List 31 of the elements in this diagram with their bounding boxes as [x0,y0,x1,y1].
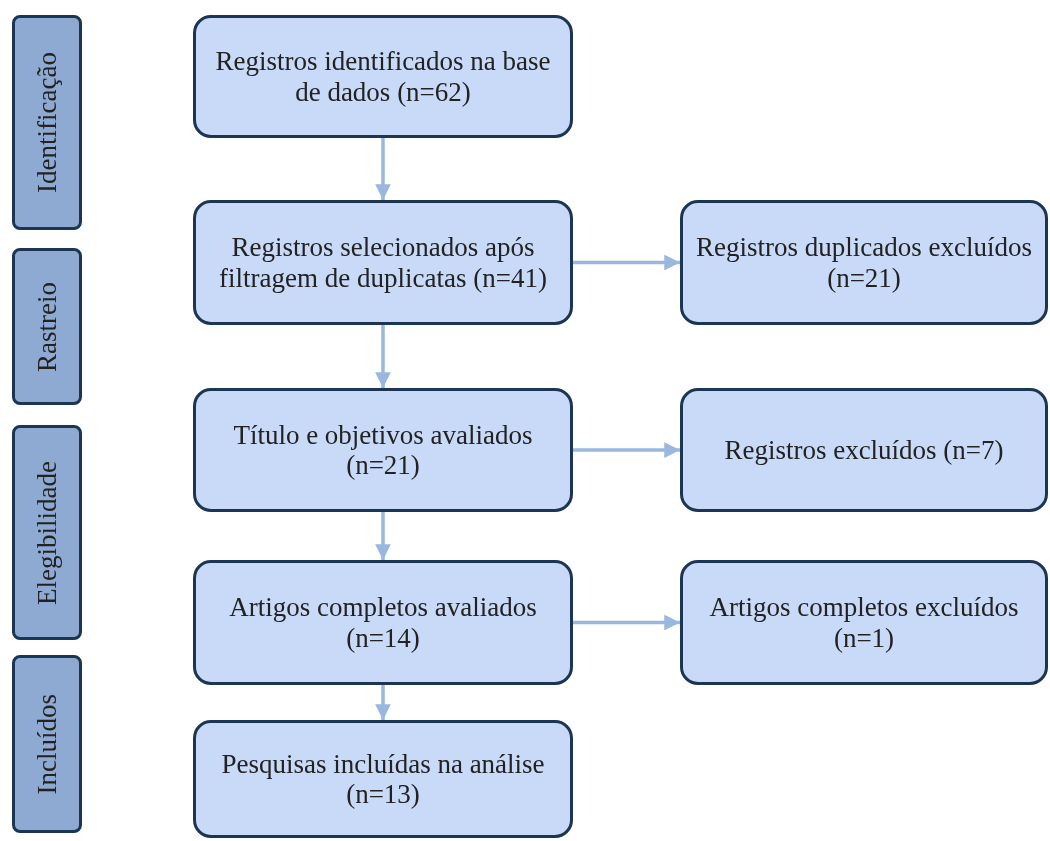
box-text: Título e objetivos avaliados (n=21) [232,419,534,481]
box-text: Artigos completos excluídos (n=1) [708,592,1020,653]
arrow [573,614,680,631]
process-box [193,15,573,138]
arrow [375,685,391,720]
arrow [375,512,391,560]
box-text: Pesquisas incluídas na análise (n=13) [220,748,546,810]
phase-label-box [12,425,82,640]
process-box [680,560,1048,685]
arrow [573,442,680,458]
box-text: Artigos completos avaliados (n=14) [228,592,538,653]
phase-label-box [12,15,82,230]
box-text: Registros duplicados excluídos (n=21) [695,232,1033,293]
box-text: Registros selecionados após filtragem de duplicatas (n=41) [218,232,548,293]
arrow [573,254,680,271]
arrow [375,325,391,388]
phase-label-box [12,248,82,405]
phase-label-box [12,655,82,833]
process-box [193,720,573,838]
arrow [375,138,391,200]
box-text: Identificação [31,52,63,193]
box-text: Incluídos [31,693,63,795]
box-text: Registros identificados na base de dados (n=62) [214,46,552,107]
process-box [193,560,573,685]
box-text: Rastreio [31,281,63,372]
box-text: Elegibilidade [31,460,63,605]
process-box [680,200,1048,325]
process-box [193,200,573,325]
box-text: Registros excluídos (n=7) [723,434,1005,466]
process-box [193,388,573,512]
process-box [680,388,1048,512]
